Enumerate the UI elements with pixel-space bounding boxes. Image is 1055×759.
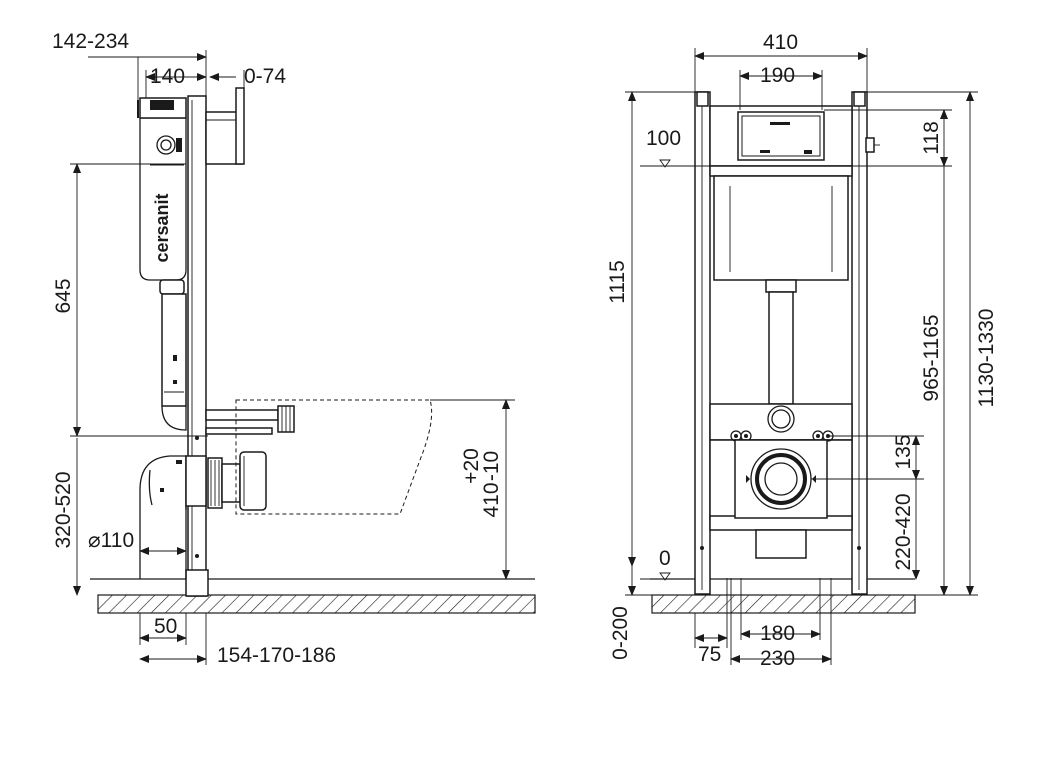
side-wc-pan-outline — [235, 399, 433, 515]
front-flush-pipe — [709, 279, 853, 441]
side-cistern: cersanit — [137, 97, 187, 281]
front-dim-118: 118 — [920, 121, 943, 154]
front-dim-75: 75 — [698, 643, 721, 666]
side-waste-elbow — [139, 455, 207, 579]
front-dim-965-1165: 965-1165 — [920, 314, 943, 401]
front-frame-right-post — [851, 91, 868, 595]
front-dim-230: 230 — [760, 647, 795, 670]
front-waste-outlet — [734, 439, 828, 559]
front-dim-0-200: 0-200 — [609, 606, 632, 660]
front-dim-410: 410 — [763, 31, 798, 54]
front-dim-1115: 1115 — [606, 260, 629, 304]
dim-diameter-110: ⌀110 — [88, 529, 134, 552]
side-flush-pipe — [159, 279, 187, 431]
front-dim-100: 100 — [646, 127, 681, 150]
dim-142-234: 142-234 — [52, 30, 129, 53]
front-dim-1130-1330: 1130-1330 — [975, 309, 998, 408]
dim-410-tolerance-upper: +20 — [460, 448, 483, 484]
front-dim-220-420: 220-420 — [892, 493, 915, 570]
dim-645: 645 — [52, 278, 75, 313]
front-floor — [650, 578, 916, 614]
dim-0-74: 0-74 — [244, 65, 286, 88]
front-dim-0: 0 — [659, 547, 671, 570]
dim-50: 50 — [154, 615, 177, 638]
dim-140: 140 — [150, 65, 185, 88]
dim-410-tolerance-lower: -10 — [480, 451, 503, 481]
side-wall-bracket — [205, 87, 245, 165]
dim-154-170-186: 154-170-186 — [217, 644, 336, 667]
side-dimension-lines — [70, 50, 515, 665]
front-dim-190: 190 — [760, 64, 795, 87]
front-view: 410 190 100 118 1115 965-1165 1130-1330 … — [606, 31, 998, 670]
side-waste-connector — [207, 451, 267, 511]
front-frame-left-post — [694, 91, 711, 595]
side-view: cersanit — [52, 30, 536, 667]
dim-410-pan-height: 410 — [480, 482, 503, 517]
front-cistern — [709, 105, 880, 281]
side-frame-post — [185, 95, 209, 597]
front-dimension-lines — [625, 48, 978, 665]
dim-320-520: 320-520 — [52, 471, 75, 548]
front-dim-135: 135 — [892, 434, 915, 469]
side-floor — [90, 578, 536, 614]
front-dim-180: 180 — [760, 622, 795, 645]
side-water-inlet — [205, 405, 295, 435]
cistern-brand-logo: cersanit — [152, 193, 172, 262]
